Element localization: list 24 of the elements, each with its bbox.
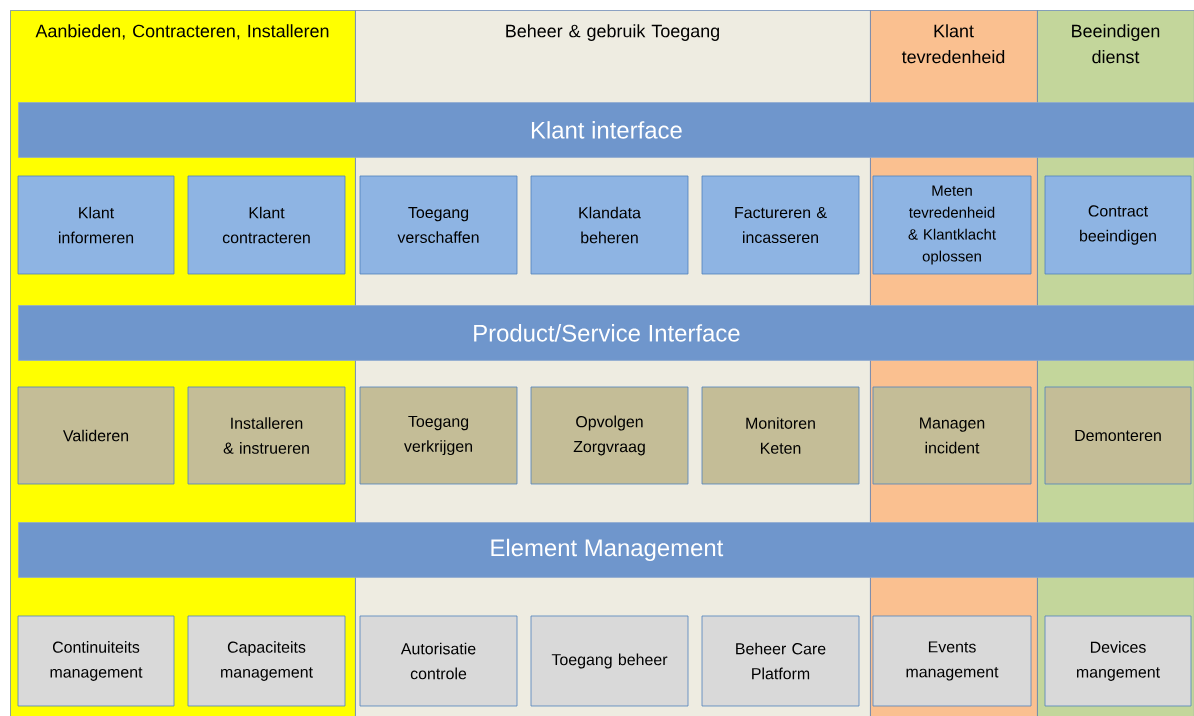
process-box: Capaciteits management xyxy=(187,615,346,707)
process-box: Meten tevredenheid & Klantklacht oplossen xyxy=(872,175,1032,275)
interface-band: Klant interface xyxy=(18,102,1194,158)
process-box: Beheer Care Platform xyxy=(701,615,860,707)
process-box: Valideren xyxy=(17,386,175,485)
process-box: Klant informeren xyxy=(17,175,175,275)
process-box: Managen incident xyxy=(872,386,1032,485)
process-box: Klandata beheren xyxy=(530,175,689,275)
process-box: Autorisatie controle xyxy=(359,615,518,707)
interface-band: Element Management xyxy=(18,522,1194,578)
process-box: Toegang beheer xyxy=(530,615,689,707)
interface-band: Product/Service Interface xyxy=(18,305,1194,361)
process-box: Toegang verschaffen xyxy=(359,175,518,275)
process-box: Continuiteits management xyxy=(17,615,175,707)
process-box: Monitoren Keten xyxy=(701,386,860,485)
process-box: Opvolgen Zorgvraag xyxy=(530,386,689,485)
process-box: Klant contracteren xyxy=(187,175,346,275)
process-box: Events management xyxy=(872,615,1032,707)
process-box: Contract beeindigen xyxy=(1044,175,1192,275)
process-box: Factureren & incasseren xyxy=(701,175,860,275)
process-box: Devices mangement xyxy=(1044,615,1192,707)
process-box: Demonteren xyxy=(1044,386,1192,485)
process-box: Installeren & instrueren xyxy=(187,386,346,485)
process-box: Toegang verkrijgen xyxy=(359,386,518,485)
